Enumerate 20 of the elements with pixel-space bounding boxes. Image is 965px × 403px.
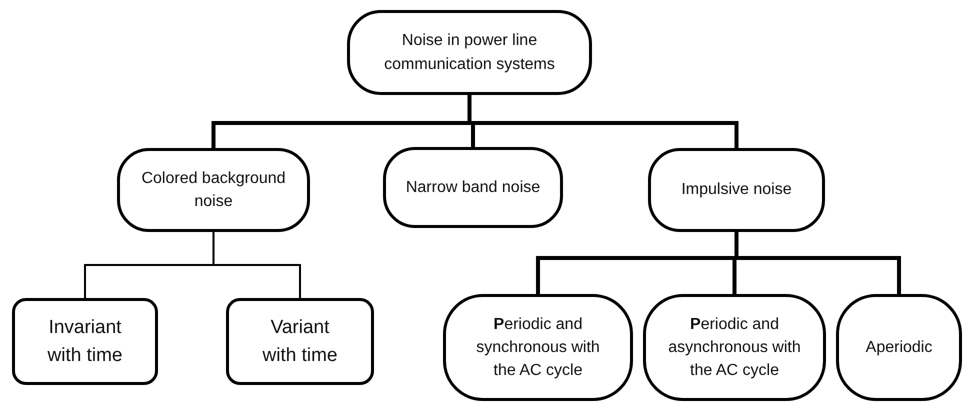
node-label: Variant with time bbox=[262, 316, 338, 368]
node-label: Periodic and synchronous with the AC cycle bbox=[475, 314, 601, 382]
process-box bbox=[12, 298, 158, 385]
node-label: Noise in power line communication systems bbox=[383, 31, 556, 74]
rounded-node bbox=[443, 294, 633, 401]
rounded-node bbox=[836, 294, 962, 401]
node-label: Aperiodic bbox=[866, 338, 932, 358]
node-label: Impulsive noise bbox=[681, 180, 792, 200]
rounded-node bbox=[648, 148, 825, 232]
connector-line bbox=[734, 232, 901, 294]
rounded-node bbox=[383, 147, 563, 228]
node-label: Colored background noise bbox=[140, 168, 287, 212]
rounded-node bbox=[117, 148, 310, 232]
node-label: Narrow band noise bbox=[406, 178, 540, 198]
process-box bbox=[226, 298, 374, 385]
node-label: Invariant with time bbox=[46, 316, 124, 368]
rounded-node bbox=[347, 10, 592, 95]
connector-line bbox=[212, 232, 301, 298]
rounded-node bbox=[643, 294, 826, 401]
node-label: Periodic and asynchronous with the AC cycle bbox=[667, 314, 802, 382]
